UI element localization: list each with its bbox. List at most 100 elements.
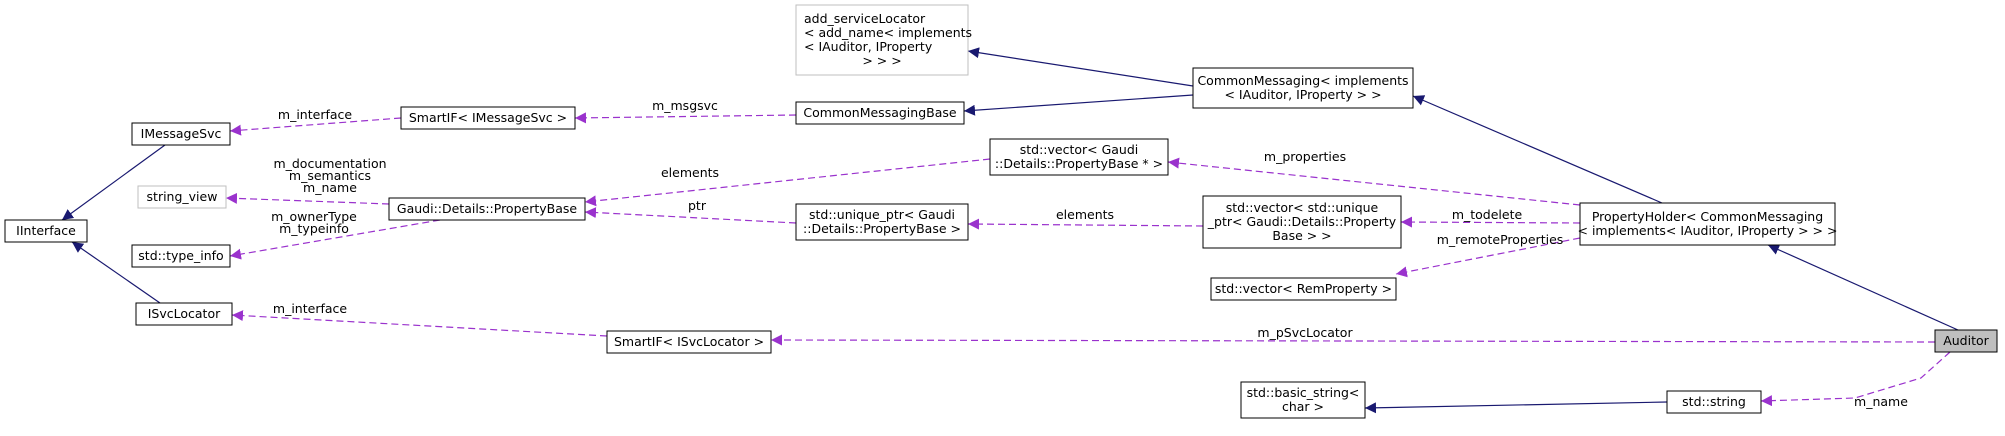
node-box[interactable] (1192, 67, 1414, 109)
node-commonmessaging[interactable]: CommonMessaging< implements< IAuditor, I… (1192, 67, 1414, 109)
edge-smartif_imessagesvc-to-imessagesvc: m_interface (229, 107, 402, 136)
edge-label: elements (1056, 207, 1114, 222)
node-box[interactable] (131, 244, 231, 268)
edge-auditor-to-std_string: m_name (1760, 351, 1951, 409)
node-box[interactable] (1579, 202, 1836, 246)
node-smartif_isvclocator[interactable]: SmartIF< ISvcLocator > (606, 330, 772, 354)
inheritance-arrow (1412, 95, 1663, 204)
edge-label: m_documentation (273, 156, 386, 171)
usage-arrow (231, 310, 608, 337)
node-iinterface[interactable]: IInterface (4, 219, 88, 243)
node-box[interactable] (400, 106, 576, 130)
edge-imessagesvc-to-iinterface (61, 144, 166, 221)
node-box[interactable] (135, 302, 233, 326)
node-box[interactable] (606, 330, 772, 354)
edge-label: m_name (1854, 394, 1908, 409)
node-box[interactable] (1240, 381, 1366, 419)
node-box[interactable] (795, 4, 969, 76)
edge-propertyholder-to-vector_propertybase: m_properties (1167, 149, 1581, 206)
node-label: std::type_info (138, 248, 223, 263)
usage-arrow (584, 207, 797, 224)
node-label: string_view (147, 189, 218, 204)
node-basic_string[interactable]: std::basic_string<char > (1240, 381, 1366, 419)
edge-commonmessaging-to-commonmessagingbase (963, 94, 1194, 116)
node-label: IMessageSvc (141, 126, 222, 141)
node-commonmessagingbase[interactable]: CommonMessagingBase (795, 101, 965, 125)
node-imessagesvc[interactable]: IMessageSvc (131, 122, 231, 146)
node-std_string[interactable]: std::string (1666, 390, 1762, 414)
edge-vector_propertybase-to-propertybase: elements (584, 158, 991, 207)
node-propertybase[interactable]: Gaudi::Details::PropertyBase (388, 197, 586, 221)
node-box[interactable] (4, 219, 88, 243)
usage-arrow (1395, 237, 1581, 278)
edge-label: m_interface (273, 301, 347, 316)
node-smartif_imessagesvc[interactable]: SmartIF< IMessageSvc > (400, 106, 576, 130)
usage-arrow (229, 219, 441, 260)
edge-commonmessagingbase-to-smartif_imessagesvc: m_msgsvc (574, 98, 797, 124)
node-box[interactable] (388, 197, 586, 221)
node-vector_remproperty[interactable]: std::vector< RemProperty > (1210, 277, 1397, 301)
edge-vector_unique_ptr-to-unique_ptr_propertybase: elements (967, 207, 1204, 230)
edge-propertyholder-to-commonmessaging (1412, 95, 1663, 204)
edge-label: m_remoteProperties (1437, 232, 1564, 247)
edge-label: m_semantics (289, 168, 371, 183)
edge-unique_ptr_propertybase-to-propertybase: ptr (584, 198, 797, 224)
node-label: < add_name< implements (804, 25, 972, 40)
edge-propertyholder-to-vector_unique_ptr: m_todelete (1400, 207, 1581, 228)
edge-label: m_properties (1264, 149, 1346, 164)
node-label: SmartIF< IMessageSvc > (409, 110, 567, 125)
node-string_view[interactable]: string_view (137, 185, 227, 209)
usage-arrow (225, 192, 390, 205)
node-box[interactable] (795, 203, 969, 241)
usage-arrow (967, 218, 1204, 230)
node-box[interactable] (1934, 329, 1998, 353)
node-box[interactable] (795, 101, 965, 125)
node-label: add_serviceLocator (804, 11, 926, 26)
inheritance-arrow (1767, 244, 1959, 331)
node-auditor[interactable]: Auditor (1934, 329, 1998, 353)
node-unique_ptr_propertybase[interactable]: std::unique_ptr< Gaudi::Details::Propert… (795, 203, 969, 241)
node-box[interactable] (131, 122, 231, 146)
edge-label: m_name (303, 180, 357, 195)
node-box[interactable] (1202, 195, 1402, 249)
edge-isvclocator-to-iinterface (71, 241, 161, 304)
edge-std_string-to-basic_string (1364, 401, 1668, 414)
edge-label: m_ownerType (271, 209, 357, 224)
edge-commonmessaging-to-add_servicelocator (967, 47, 1194, 87)
inheritance-arrow (71, 241, 161, 304)
usage-arrow (229, 117, 402, 136)
node-label: std::vector< Gaudi (1020, 142, 1139, 157)
node-box[interactable] (137, 185, 227, 209)
node-box[interactable] (1210, 277, 1397, 301)
node-label: std::vector< std::unique (1226, 200, 1379, 215)
node-type_info[interactable]: std::type_info (131, 244, 231, 268)
node-add_servicelocator[interactable]: add_serviceLocator< add_name< implements… (795, 4, 972, 76)
usage-arrow (1167, 157, 1581, 206)
node-label: CommonMessaging< implements (1197, 73, 1408, 88)
node-label: std::unique_ptr< Gaudi (809, 207, 955, 222)
usage-arrow (770, 334, 1936, 346)
node-vector_propertybase[interactable]: std::vector< Gaudi::Details::PropertyBas… (989, 138, 1169, 176)
node-label: < IAuditor, IProperty (804, 39, 933, 54)
node-label: char > (1282, 399, 1324, 414)
node-box[interactable] (989, 138, 1169, 176)
inheritance-arrow (61, 144, 166, 221)
node-vector_unique_ptr[interactable]: std::vector< std::unique_ptr< Gaudi::Det… (1202, 195, 1402, 249)
node-label: Gaudi::Details::PropertyBase (397, 201, 577, 216)
edge-smartif_isvclocator-to-isvclocator: m_interface (231, 301, 608, 337)
node-label: PropertyHolder< CommonMessaging (1592, 209, 1823, 224)
inheritance-arrow (963, 94, 1194, 116)
edge-label: elements (661, 165, 719, 180)
node-label: < IAuditor, IProperty > > (1224, 87, 1381, 102)
node-label: SmartIF< ISvcLocator > (614, 334, 764, 349)
inheritance-arrow (967, 47, 1194, 87)
node-box[interactable] (1666, 390, 1762, 414)
node-label: ::Details::PropertyBase > (803, 221, 961, 236)
node-propertyholder[interactable]: PropertyHolder< CommonMessaging< impleme… (1578, 202, 1838, 246)
node-label: IInterface (16, 223, 76, 238)
node-isvclocator[interactable]: ISvcLocator (135, 302, 233, 326)
usage-arrow (1400, 216, 1581, 228)
inheritance-arrow (1364, 401, 1668, 414)
